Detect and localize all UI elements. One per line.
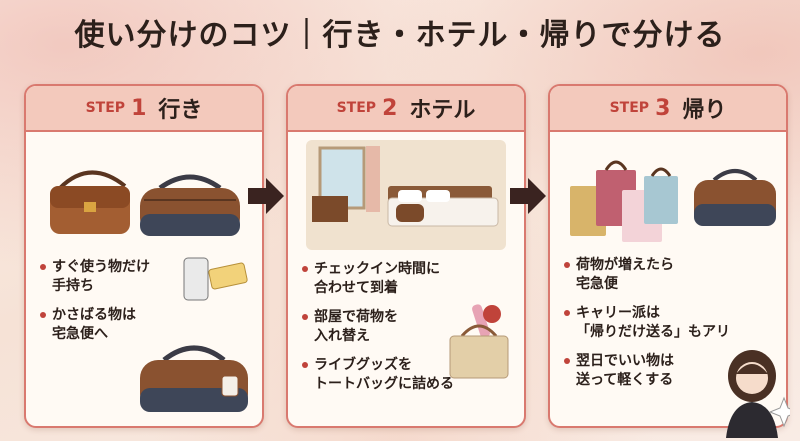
shoulder-bag-icon xyxy=(50,170,240,236)
page-title: 使い分けのコツ｜行き・ホテル・帰りで分ける xyxy=(74,18,726,53)
shopping-bags-icon xyxy=(570,160,678,242)
list-item: キャリー派は 「帰りだけ送る」もアリ xyxy=(562,304,730,342)
step-title: ホテル xyxy=(409,98,476,123)
phone-ticket-icon xyxy=(183,257,248,301)
step-number: 3 xyxy=(655,95,671,121)
list-item: かさばる物は 宅急便へ xyxy=(38,306,150,344)
hotel-room-icon xyxy=(306,140,506,250)
list-item: 翌日でいい物は 送って軽くする xyxy=(562,352,730,390)
step-header: STEP 1 行き xyxy=(26,86,262,132)
step-title: 帰り xyxy=(682,98,727,123)
step-number: 1 xyxy=(131,95,147,121)
list-item: ライブグッズを トートバッグに詰める xyxy=(300,356,454,394)
bullet-list: すぐ使う物だけ 手持ち かさばる物は 宅急便へ xyxy=(38,258,150,354)
bullet-list: チェックイン時間に 合わせて到着 部屋で荷物を 入れ替え ライブグッズを トート… xyxy=(300,260,454,404)
arrow-right-icon xyxy=(510,178,546,214)
list-item: チェックイン時間に 合わせて到着 xyxy=(300,260,454,298)
arrow-right-icon xyxy=(248,178,284,214)
list-item: すぐ使う物だけ 手持ち xyxy=(38,258,150,296)
step-header: STEP 2 ホテル xyxy=(288,86,524,132)
step-tag: STEP xyxy=(336,100,377,116)
step-card-2: STEP 2 ホテル チェックイン時間に 合わせて到着 部屋で荷物を 入れ替え … xyxy=(286,84,526,428)
duffel-bag-icon xyxy=(140,345,248,412)
step-card-3: STEP 3 帰り 荷物が増えたら 宅急便 キャリー派は 「帰りだけ送る」もアリ… xyxy=(548,84,788,428)
step-number: 2 xyxy=(382,95,398,121)
list-item: 部屋で荷物を 入れ替え xyxy=(300,308,454,346)
person-avatar-icon xyxy=(726,350,790,438)
list-item: 荷物が増えたら 宅急便 xyxy=(562,256,730,294)
step-tag: STEP xyxy=(85,100,126,116)
duffel-bag-icon xyxy=(694,169,776,226)
tote-bag-icon xyxy=(449,304,509,379)
step-tag: STEP xyxy=(609,100,650,116)
step-card-1: STEP 1 行き すぐ使う物だけ 手持ち かさばる物は 宅急便へ xyxy=(24,84,264,428)
step-header: STEP 3 帰り xyxy=(550,86,786,132)
bullet-list: 荷物が増えたら 宅急便 キャリー派は 「帰りだけ送る」もアリ 翌日でいい物は 送… xyxy=(562,256,730,400)
step-title: 行き xyxy=(158,98,203,123)
